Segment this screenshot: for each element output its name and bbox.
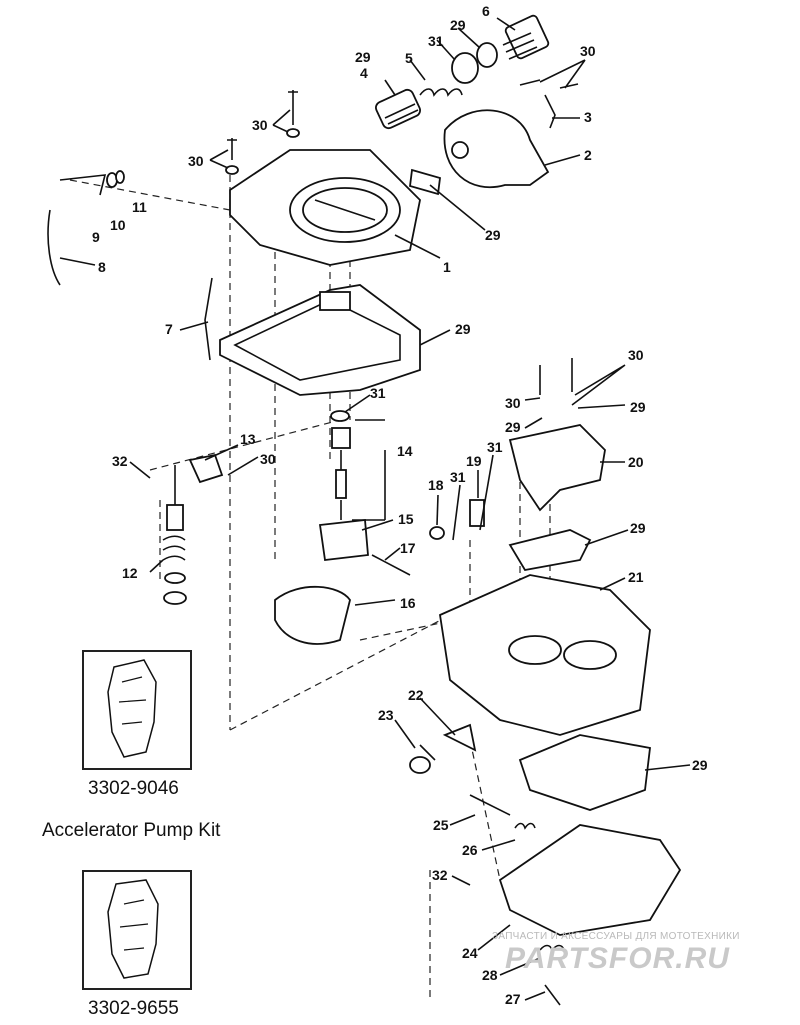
callout-30: 30: [260, 451, 276, 467]
part-16-float: [274, 585, 351, 645]
part-31-ring: [451, 52, 479, 84]
callout-1: 1: [443, 259, 451, 275]
part-2-choke-cover: [443, 109, 550, 189]
part-29-base-gasket: [518, 734, 651, 811]
callout-29: 29: [692, 757, 708, 773]
callout-26: 26: [462, 842, 478, 858]
part-30-screw-b: [227, 138, 237, 160]
callout-30: 30: [580, 43, 596, 59]
part-28-spring: [539, 944, 565, 952]
callout-11: 11: [132, 199, 147, 215]
part-3-lever: [544, 94, 556, 129]
callout-30: 30: [252, 117, 268, 133]
part-17-pin: [371, 554, 411, 576]
kit-part-number-top: 3302-9046: [88, 778, 179, 799]
callout-31: 31: [487, 439, 503, 455]
callout-labels: 6 29 31 5 29 4 30 3 2 30 30 11 10 9 8 29…: [92, 3, 708, 1007]
leader-lines: [59, 17, 691, 1001]
part-14-needle-seat: [330, 410, 351, 520]
part-8-rod: [47, 209, 61, 286]
callout-4: 4: [360, 65, 368, 81]
part-12-pump-assembly: [162, 465, 187, 605]
callout-21: 21: [628, 569, 644, 585]
callout-14: 14: [397, 443, 413, 459]
callout-3: 3: [584, 109, 592, 125]
part-29-small-gasket: [508, 529, 592, 571]
part-1-air-horn: [229, 149, 421, 266]
callout-31: 31: [370, 385, 386, 401]
callout-9: 9: [92, 229, 100, 245]
part-24-throttle-body: [498, 824, 682, 936]
callout-17: 17: [400, 540, 416, 556]
callout-29: 29: [505, 419, 521, 435]
part-30-screws-20: [539, 358, 573, 395]
callout-30: 30: [628, 347, 644, 363]
part-22-lever: [442, 723, 477, 752]
callout-29: 29: [630, 399, 646, 415]
part-23-screw: [409, 744, 436, 774]
part-15-hinge: [318, 519, 369, 561]
part-20-discharge: [508, 424, 606, 512]
callout-6: 6: [482, 3, 490, 19]
callout-29: 29: [455, 321, 471, 337]
callout-10: 10: [110, 217, 126, 233]
callout-25: 25: [433, 817, 449, 833]
callout-16: 16: [400, 595, 416, 611]
pump-kit-illustration: [107, 879, 159, 979]
part-26-spring: [514, 822, 536, 830]
callout-29: 29: [355, 49, 371, 65]
callout-5: 5: [405, 50, 413, 66]
callout-23: 23: [378, 707, 394, 723]
callout-12: 12: [122, 565, 138, 581]
callout-32: 32: [432, 867, 448, 883]
part-7-rod: [204, 277, 213, 361]
callout-18: 18: [428, 477, 444, 493]
callout-30: 30: [505, 395, 521, 411]
part-30-washer-b: [225, 165, 239, 175]
callout-31: 31: [428, 33, 444, 49]
watermark-caption: ЗАПЧАСТИ И АКСЕССУАРЫ ДЛЯ МОТОТЕХНИКИ: [492, 931, 740, 942]
part-13-bracket: [188, 453, 224, 484]
part-19-valve: [469, 499, 485, 527]
callout-28: 28: [482, 967, 498, 983]
callout-31: 31: [450, 469, 466, 485]
part-6-inlet-fitting: [502, 14, 550, 60]
part-30-screws-top: [519, 79, 579, 89]
part-30-washer-a: [286, 128, 300, 138]
callout-19: 19: [466, 453, 482, 469]
kit-title: Accelerator Pump Kit: [42, 820, 221, 841]
callout-27: 27: [505, 991, 521, 1007]
kit-part-number-bottom: 3302-9655: [88, 998, 179, 1019]
part-29-washer: [476, 42, 498, 68]
part-9-11-linkage: [59, 170, 125, 196]
part-27-screw: [544, 984, 561, 1006]
callout-30: 30: [188, 153, 204, 169]
pump-kit-illustration: [107, 659, 157, 758]
kit-card-bottom: [82, 870, 192, 990]
part-21-main-body: [439, 574, 651, 736]
kit-card-top: [82, 650, 192, 770]
part-5-spring: [419, 88, 463, 97]
watermark-logo: PARTSFOR.RU: [505, 942, 730, 975]
callout-29: 29: [485, 227, 501, 243]
callout-22: 22: [408, 687, 424, 703]
callout-7: 7: [165, 321, 173, 337]
part-25-needle: [469, 794, 511, 816]
callout-29: 29: [630, 520, 646, 536]
part-30-screw-a: [288, 90, 298, 125]
part-4-filter: [375, 88, 421, 130]
callout-29: 29: [450, 17, 466, 33]
callout-24: 24: [462, 945, 478, 961]
part-29-main-gasket: [219, 284, 421, 396]
callout-15: 15: [398, 511, 414, 527]
part-18-plug: [429, 526, 445, 540]
callout-32: 32: [112, 453, 128, 469]
callout-20: 20: [628, 454, 644, 470]
callout-13: 13: [240, 431, 256, 447]
callout-2: 2: [584, 147, 592, 163]
callout-8: 8: [98, 259, 106, 275]
